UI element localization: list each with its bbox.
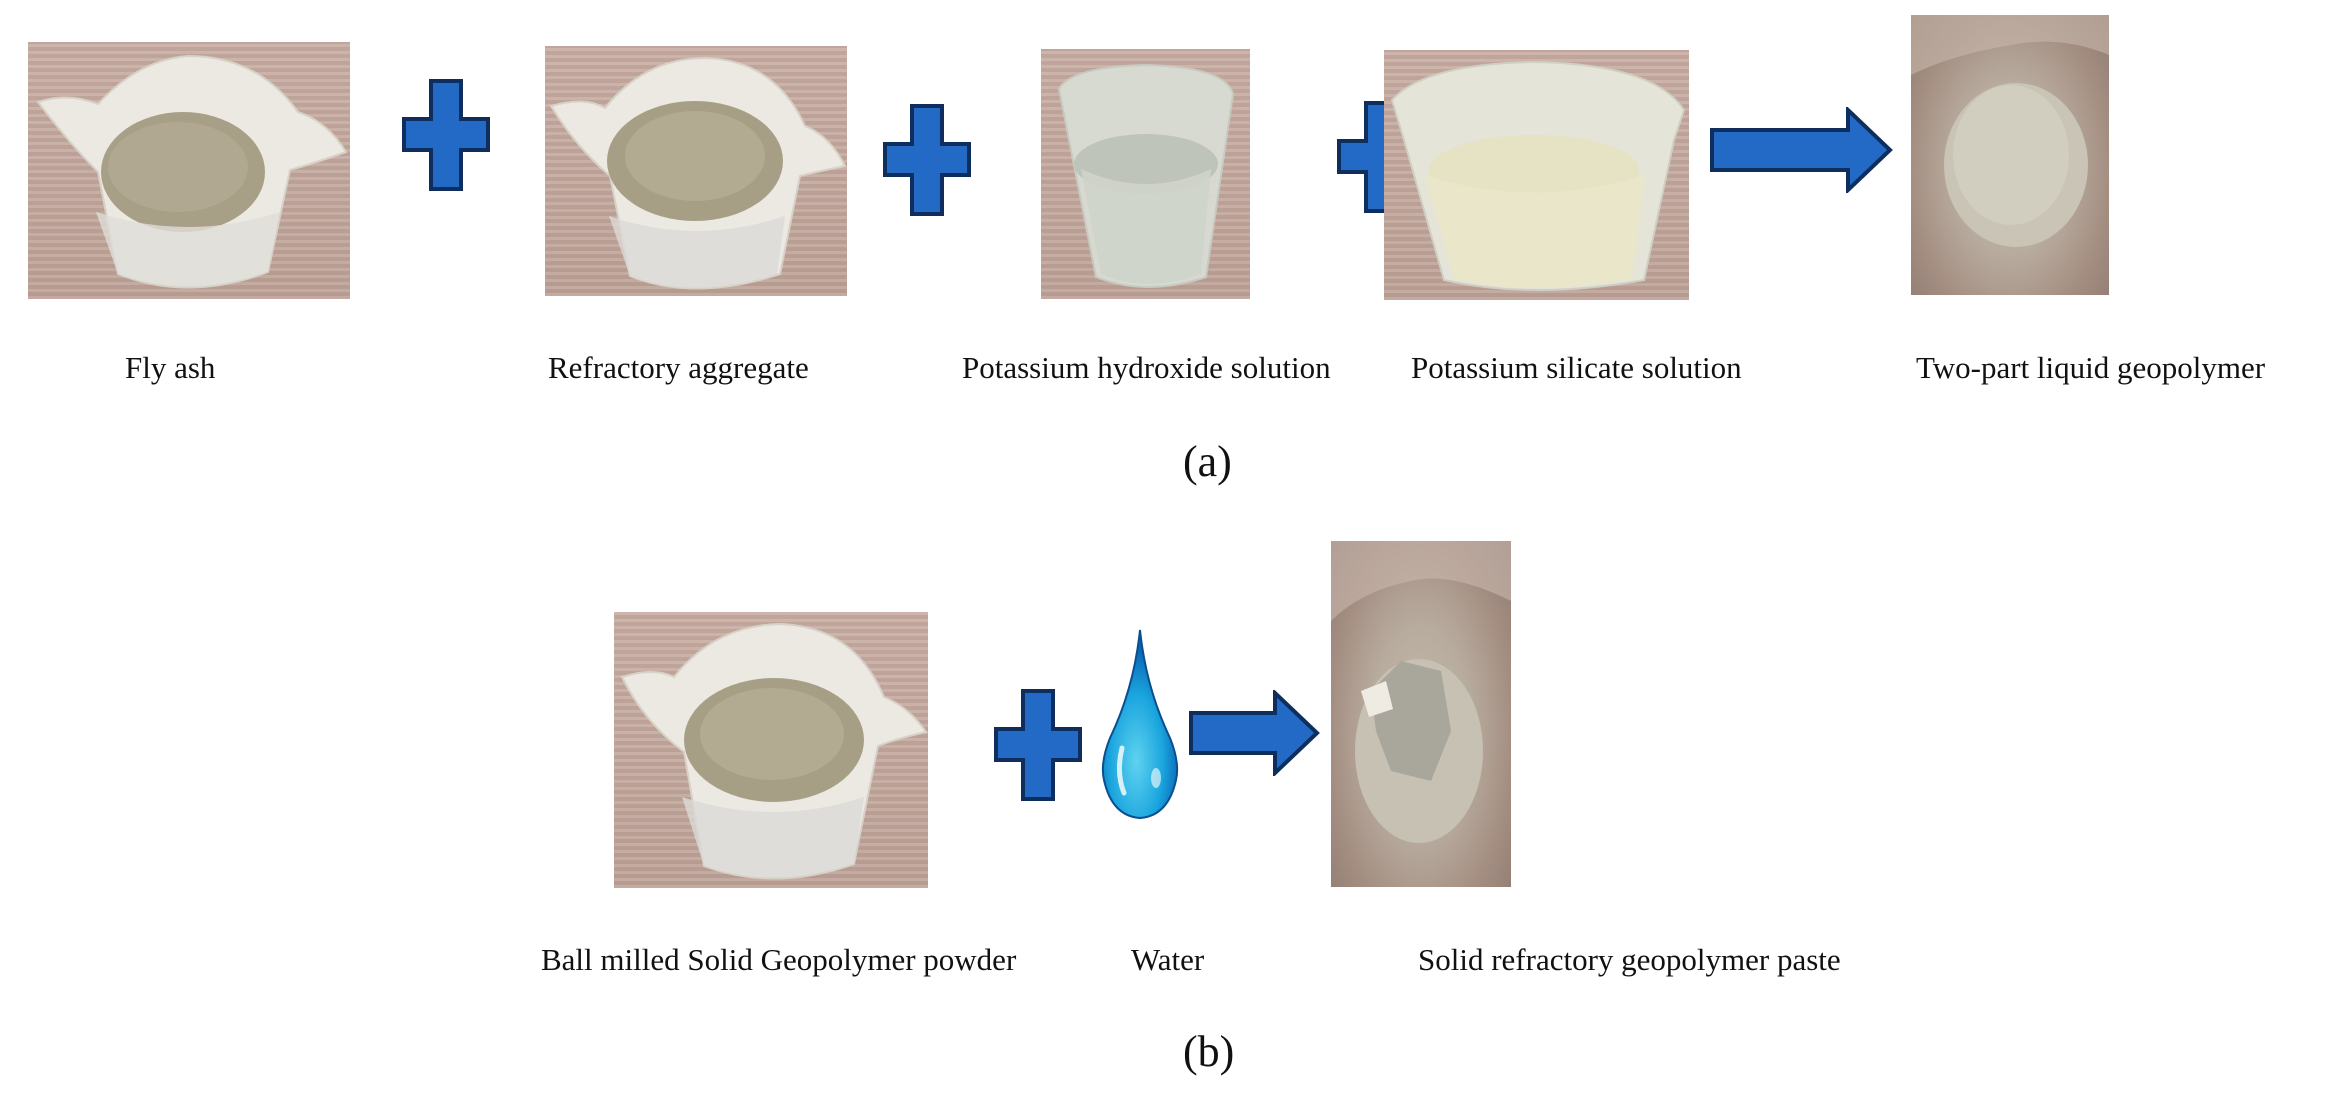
refractory-aggregate-photo [545, 46, 847, 296]
ball-milled-powder-label: Ball milled Solid Geopolymer powder [541, 942, 1017, 977]
plus-icon [994, 689, 1082, 801]
solid-geopolymer-paste-label: Solid refractory geopolymer paste [1418, 942, 1841, 977]
water-label: Water [1131, 942, 1205, 977]
refractory-aggregate-label: Refractory aggregate [548, 350, 809, 385]
plus-icon [402, 79, 490, 191]
fly-ash-label: Fly ash [125, 350, 216, 385]
arrow-right-icon [1709, 107, 1893, 193]
two-part-geopolymer-photo [1911, 15, 2109, 295]
plus-icon [883, 104, 971, 216]
panel-b-caption: (b) [1183, 1027, 1235, 1076]
potassium-silicate-photo [1384, 50, 1689, 300]
potassium-silicate-label: Potassium silicate solution [1411, 350, 1742, 385]
solid-geopolymer-paste-photo [1331, 541, 1511, 887]
water-drop-icon [1100, 628, 1180, 820]
potassium-hydroxide-photo [1041, 49, 1250, 299]
potassium-hydroxide-label: Potassium hydroxide solution [962, 350, 1331, 385]
two-part-geopolymer-label: Two-part liquid geopolymer [1916, 350, 2266, 385]
arrow-right-icon [1188, 690, 1320, 776]
panel-a-caption: (a) [1183, 437, 1232, 486]
fly-ash-photo [28, 42, 350, 299]
ball-milled-powder-photo [614, 612, 928, 888]
